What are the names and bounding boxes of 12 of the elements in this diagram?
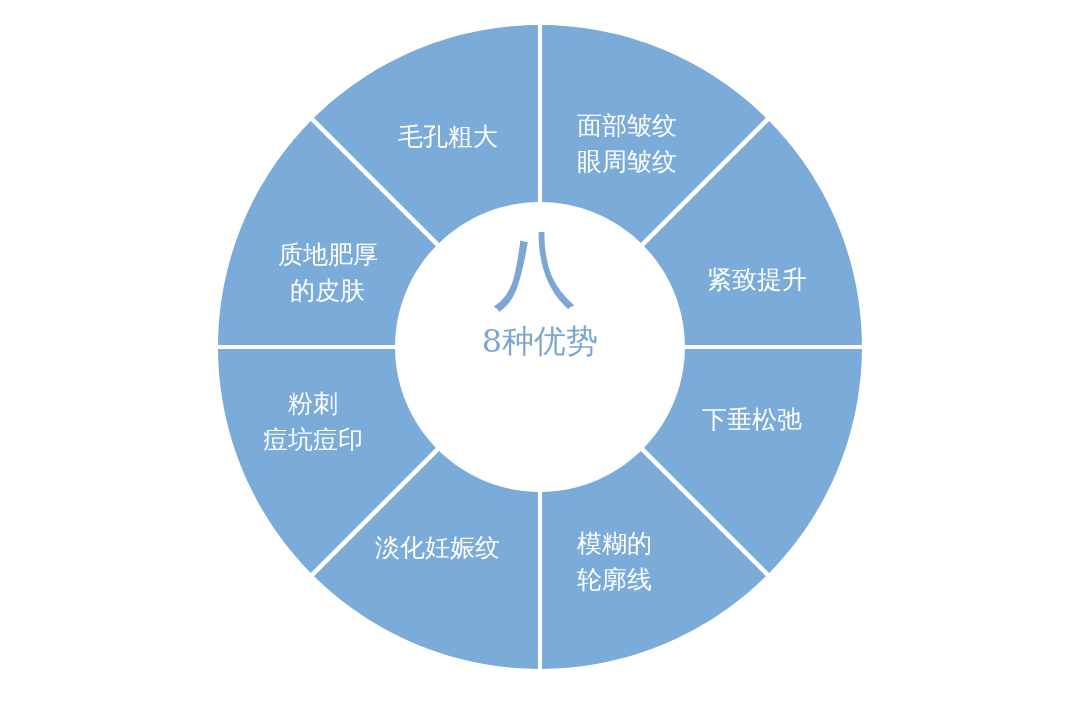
segment-label: 面部皱纹 xyxy=(577,110,677,142)
segment-label: 眼周皱纹 xyxy=(577,146,677,178)
segment-label: 淡化妊娠纹 xyxy=(375,532,501,564)
segment-label: 质地肥厚的皮肤 xyxy=(277,239,379,307)
segment-label: 紧致提升 xyxy=(707,264,807,296)
center-title: 8种优势 xyxy=(481,321,599,361)
segment-label: 毛孔粗大 xyxy=(398,121,498,153)
segment-label: 模糊的轮廓线 xyxy=(576,528,654,596)
segment-label: 下垂松弛 xyxy=(702,404,802,436)
large-character: 八 xyxy=(493,225,577,315)
segment-label: 粉刺 xyxy=(287,388,339,420)
segment-label: 痘坑痘印 xyxy=(263,424,363,456)
